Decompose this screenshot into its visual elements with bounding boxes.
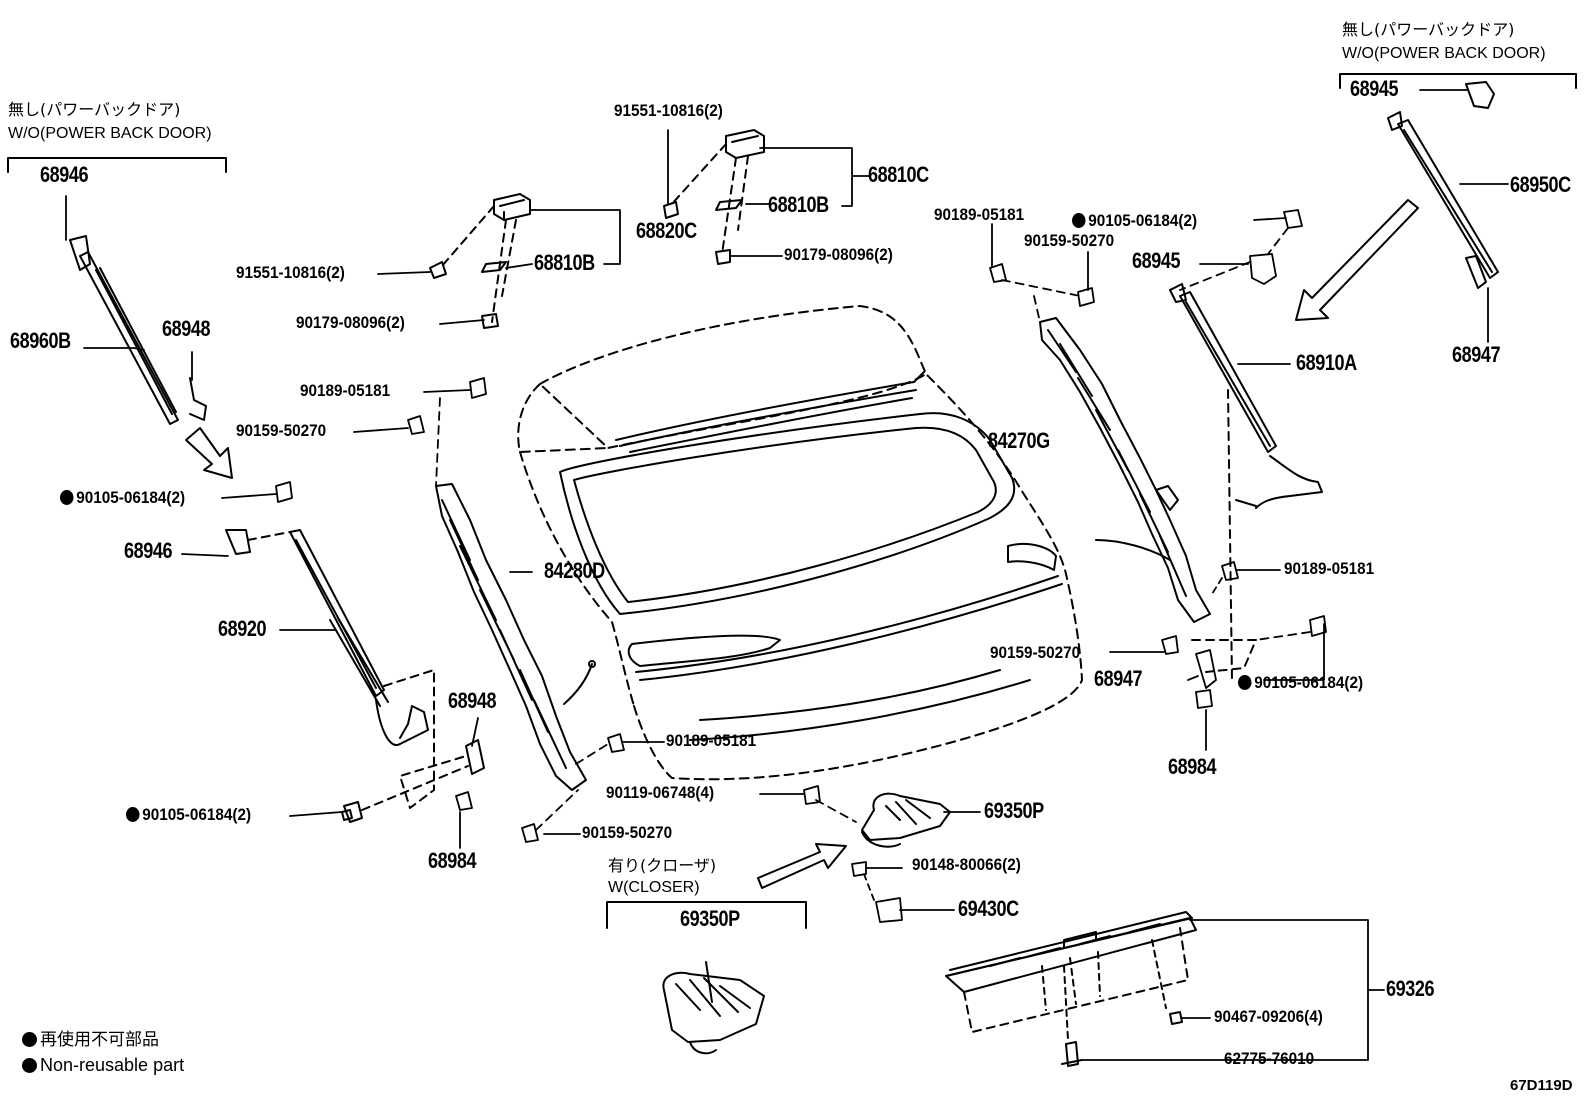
part-label-90179-top: 90179-08096(2)	[784, 245, 893, 264]
part-label-90179-left: 90179-08096(2)	[296, 313, 405, 332]
part-label-90189-mid: 90189-05181	[666, 731, 757, 750]
part-label-90105-low: 90105-06184(2)	[126, 806, 251, 823]
part-label-62775: 62775-76010	[1224, 1049, 1315, 1068]
part-label-68960b: 68960B	[10, 328, 71, 353]
part-label-69326: 69326	[1386, 976, 1435, 1001]
note-with-closer-jp: 有り(クローザ)	[608, 856, 717, 875]
legend-text: Non-reusable part	[40, 1055, 185, 1075]
option-bracket-left	[7, 157, 227, 173]
right-stay-68910a	[1169, 283, 1323, 681]
note-with-closer-en: W(CLOSER)	[608, 879, 700, 896]
part-label-90159-right: 90159-50270	[990, 643, 1081, 662]
note-wo-power-back-door-en-right: W/O(POWER BACK DOOR)	[1342, 45, 1546, 62]
part-label-90148: 90148-80066(2)	[912, 855, 1021, 874]
part-label-90467: 90467-09206(4)	[1214, 1007, 1323, 1026]
part-label-90105-topright: 90105-06184(2)	[1072, 212, 1197, 229]
part-label-91551-top: 91551-10816(2)	[614, 101, 723, 120]
part-label-68810b-left: 68810B	[534, 250, 595, 275]
lock-69350p	[861, 792, 951, 848]
note-wo-power-back-door-en-left: W/O(POWER BACK DOOR)	[8, 125, 212, 142]
legend-dot	[22, 1058, 37, 1073]
note-wo-power-back-door-jp-right: 無し(パワーバックドア)	[1342, 20, 1515, 39]
part-label-90189-left: 90189-05181	[300, 381, 391, 400]
part-label-68810c: 68810C	[868, 162, 929, 187]
part-label-90105-right: 90105-06184(2)	[1238, 674, 1363, 691]
part-label-90189-right: 90189-05181	[1284, 559, 1375, 578]
part-label-69430c: 69430C	[958, 896, 1019, 921]
note-wo-power-back-door-jp-left: 無し(パワーバックドア)	[8, 100, 181, 119]
lock-closer	[662, 961, 765, 1055]
part-label-90159-topright: 90159-50270	[1024, 231, 1115, 250]
non-reusable-dot	[60, 490, 74, 505]
part-label-90159-mid: 90159-50270	[582, 823, 673, 842]
legend-dot	[22, 1032, 37, 1047]
part-number: 90105-06184(2)	[1088, 211, 1198, 230]
part-label-69350p-closer: 69350P	[680, 906, 740, 931]
non-reusable-dot	[126, 807, 140, 822]
part-label-68910a: 68910A	[1296, 350, 1357, 375]
back-door-panel	[517, 305, 1171, 781]
option-bracket-topright	[1339, 73, 1577, 89]
legend-non-reusable-jp: 再使用不可部品	[22, 1030, 159, 1049]
part-number: 90105-06184(2)	[1254, 673, 1364, 692]
part-label-68920: 68920	[218, 616, 267, 641]
non-reusable-dot	[1238, 675, 1252, 690]
part-label-91551-left: 91551-10816(2)	[236, 263, 345, 282]
part-label-68945-mid: 68945	[1132, 248, 1181, 273]
part-label-68984-left: 68984	[428, 848, 477, 873]
right-rail-84270g	[1039, 317, 1211, 623]
non-reusable-dot	[1072, 213, 1086, 228]
part-label-68948-low: 68948	[448, 688, 497, 713]
arrow-left-stay	[185, 427, 233, 479]
part-label-68820c: 68820C	[636, 218, 697, 243]
left-rail-84280d	[435, 483, 596, 791]
arrow-closer	[757, 843, 847, 889]
diagram-code: 67D119D	[1510, 1077, 1573, 1094]
part-label-68810b-top: 68810B	[768, 192, 829, 217]
part-label-68948-top: 68948	[162, 316, 211, 341]
hinge-68810c-top	[663, 129, 765, 265]
part-label-68946-mid: 68946	[124, 538, 173, 563]
part-number: 90105-06184(2)	[142, 805, 252, 824]
part-label-90105-left: 90105-06184(2)	[60, 489, 185, 506]
part-label-68946-top: 68946	[40, 162, 89, 187]
part-label-68945-top: 68945	[1350, 76, 1399, 101]
part-label-68947-low: 68947	[1094, 666, 1143, 691]
garnish-69326	[945, 911, 1197, 1067]
part-label-68984-right: 68984	[1168, 754, 1217, 779]
part-number: 90105-06184(2)	[76, 488, 186, 507]
part-label-68950c: 68950C	[1510, 172, 1571, 197]
part-label-84270g: 84270G	[988, 428, 1050, 453]
part-label-90119: 90119-06748(4)	[606, 783, 715, 802]
part-label-68947-top: 68947	[1452, 342, 1501, 367]
part-label-84280d: 84280D	[544, 558, 605, 583]
fasteners	[275, 209, 1327, 923]
hinge-68810b-left	[429, 193, 531, 329]
part-label-90189-topright: 90189-05181	[934, 205, 1025, 224]
option-bracket-closer	[606, 901, 807, 929]
part-label-69350p: 69350P	[984, 798, 1044, 823]
legend-text: 再使用不可部品	[40, 1030, 159, 1050]
left-stay-68960b	[69, 235, 207, 425]
leader-lines	[65, 89, 1509, 1061]
right-stay-68950c	[1387, 81, 1499, 289]
part-label-90159-left: 90159-50270	[236, 421, 327, 440]
legend-non-reusable-en: Non-reusable part	[22, 1056, 184, 1074]
arrow-right	[1295, 199, 1419, 321]
left-stay-68920	[225, 529, 485, 823]
